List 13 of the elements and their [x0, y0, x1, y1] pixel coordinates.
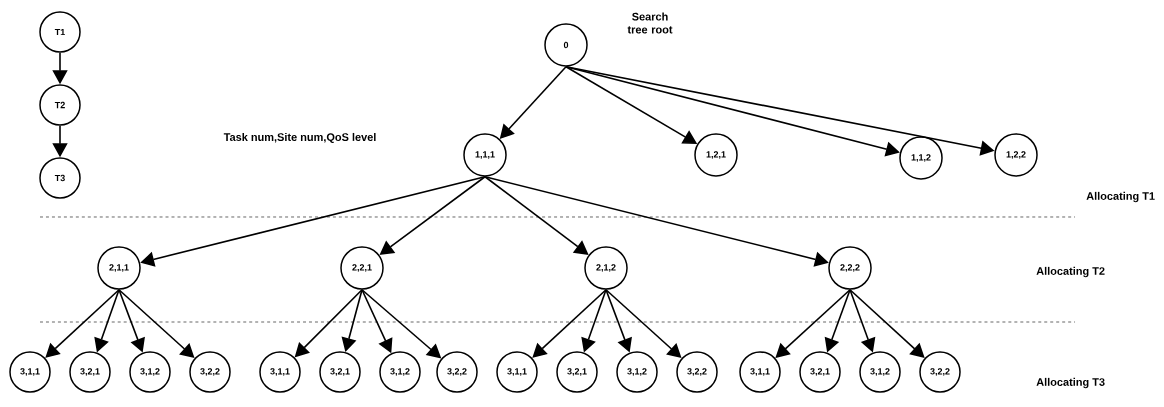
- arrow: [341, 288, 363, 352]
- arrow: [775, 288, 851, 358]
- level-label: Task num,Site num,QoS level: [223, 132, 376, 144]
- arrow: [532, 288, 607, 358]
- arrow: [849, 288, 925, 358]
- arrow: [484, 175, 589, 255]
- arrow: [45, 288, 120, 358]
- level-label: Allocating T3: [1036, 377, 1105, 389]
- level-label: Allocating T2: [1036, 266, 1105, 278]
- level-label: Allocating T1: [1086, 191, 1155, 203]
- node-caption: Search tree root: [627, 12, 673, 34]
- arrow: [140, 175, 486, 267]
- arrow: [484, 175, 829, 267]
